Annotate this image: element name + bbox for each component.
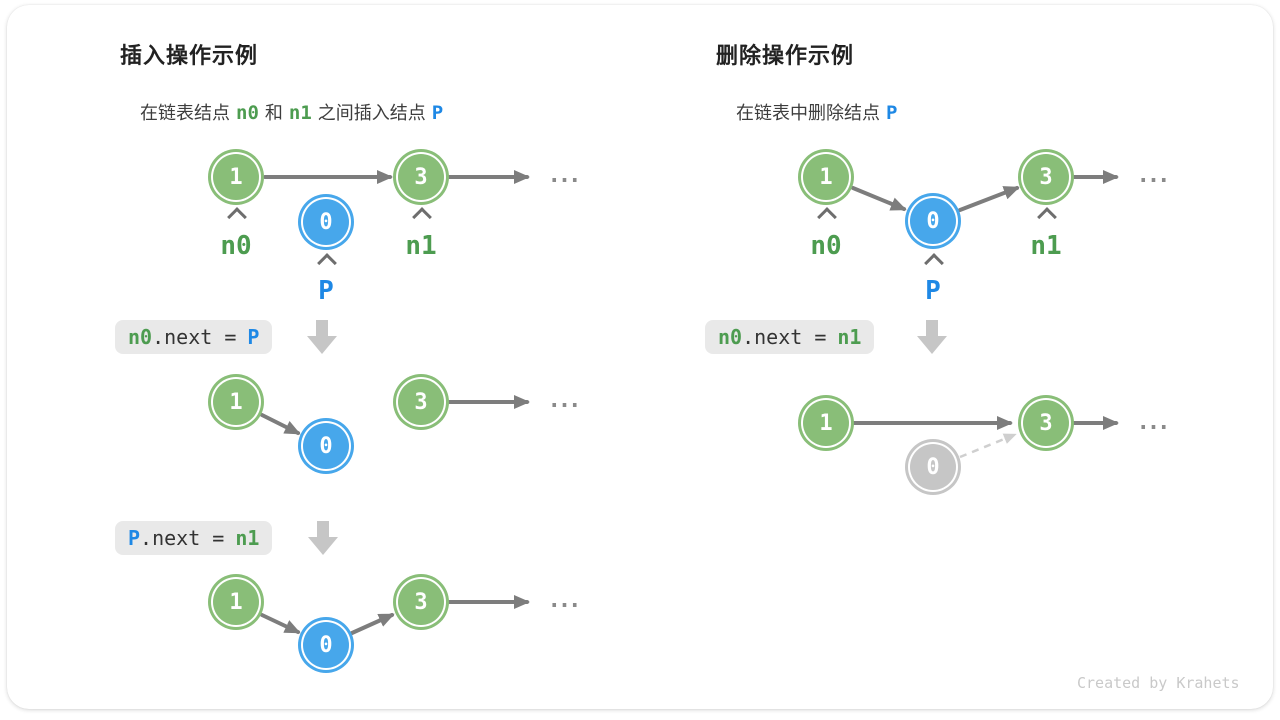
pointer-label-n1: n1 xyxy=(1030,231,1062,261)
pointer-label-p: P xyxy=(318,276,334,306)
node-value: 1 xyxy=(229,164,243,190)
node-value: 3 xyxy=(414,589,428,615)
block-arrow-down-icon xyxy=(917,320,947,354)
subtitle-text: 之间插入结点 xyxy=(317,103,426,123)
arrow-insert3-1-to-0 xyxy=(260,613,301,634)
node-value: 3 xyxy=(414,164,428,190)
ellipsis-more-nodes: ... xyxy=(1136,409,1171,435)
delete-step1-node-3: 3 xyxy=(1023,154,1069,200)
code-lhs: P xyxy=(128,526,141,550)
pointer-label-n0: n0 xyxy=(220,231,252,261)
insert-step3-node-3: 3 xyxy=(398,579,444,625)
delete-step1-node-0: 0 xyxy=(910,198,956,244)
delete-step2-node-1: 1 xyxy=(803,400,849,446)
var-n1: n1 xyxy=(288,102,312,124)
block-arrow-down-icon xyxy=(308,521,338,555)
var-p: P xyxy=(431,102,444,124)
delete-step2-node-0-removed: 0 xyxy=(910,444,956,490)
credit-watermark: Created by Krahets xyxy=(1077,674,1240,692)
code-box-p-next-n1: P.next = n1 xyxy=(115,521,273,555)
delete-section-title: 删除操作示例 xyxy=(716,43,855,68)
delete-step1-node-1: 1 xyxy=(803,154,849,200)
node-value: 1 xyxy=(229,389,243,415)
insert-step3-node-0: 0 xyxy=(303,622,349,668)
arrow-delete1-1-to-0 xyxy=(851,186,907,211)
code-rhs: n1 xyxy=(837,325,862,349)
subtitle-text: 在链表中删除结点 xyxy=(736,103,881,123)
code-box-n0-next-p: n0.next = P xyxy=(115,320,273,354)
code-op: .next = xyxy=(742,325,827,349)
insert-step1-node-3: 3 xyxy=(398,154,444,200)
node-value: 1 xyxy=(819,410,833,436)
insert-step3-node-1: 1 xyxy=(213,579,259,625)
node-value: 0 xyxy=(319,632,333,658)
subtitle-text: 在链表结点 xyxy=(140,103,231,123)
node-value: 0 xyxy=(319,433,333,459)
insert-section-title: 插入操作示例 xyxy=(120,43,259,68)
arrow-insert3-0-to-3 xyxy=(350,613,395,635)
insert-step1-node-1: 1 xyxy=(213,154,259,200)
insert-step2-node-0: 0 xyxy=(303,423,349,469)
node-value: 1 xyxy=(229,589,243,615)
arrow-insert2-1-to-0 xyxy=(260,413,301,435)
block-arrow-down-icon xyxy=(307,320,337,354)
code-op: .next = xyxy=(140,526,225,550)
ellipsis-more-nodes: ... xyxy=(547,387,582,413)
pointer-label-p: P xyxy=(925,276,941,306)
ellipsis-more-nodes: ... xyxy=(1136,162,1171,188)
subtitle-text: 和 xyxy=(264,103,283,123)
code-lhs: n0 xyxy=(128,325,153,349)
insert-step2-node-3: 3 xyxy=(398,379,444,425)
code-lhs: n0 xyxy=(718,325,743,349)
code-box-n0-next-n1: n0.next = n1 xyxy=(705,320,875,354)
arrow-delete2-0-to-3-dashed xyxy=(959,433,1017,459)
pointer-label-n0: n0 xyxy=(810,231,842,261)
node-value: 3 xyxy=(1039,164,1053,190)
var-n0: n0 xyxy=(236,102,259,124)
node-value: 1 xyxy=(819,164,833,190)
insert-step1-node-0: 0 xyxy=(303,199,349,245)
arrow-delete1-0-to-3 xyxy=(958,186,1020,212)
node-value: 3 xyxy=(1039,410,1053,436)
node-value: 0 xyxy=(926,454,940,480)
code-op: .next = xyxy=(152,325,237,349)
ellipsis-more-nodes: ... xyxy=(547,587,582,613)
node-value: 0 xyxy=(926,208,940,234)
code-rhs: n1 xyxy=(235,526,260,550)
insert-step2-node-1: 1 xyxy=(213,379,259,425)
delete-step2-node-3: 3 xyxy=(1023,400,1069,446)
node-value: 0 xyxy=(319,209,333,235)
ellipsis-more-nodes: ... xyxy=(547,162,582,188)
code-rhs: P xyxy=(247,325,260,349)
var-p: P xyxy=(886,102,898,124)
node-value: 3 xyxy=(414,389,428,415)
pointer-label-n1: n1 xyxy=(405,231,437,261)
